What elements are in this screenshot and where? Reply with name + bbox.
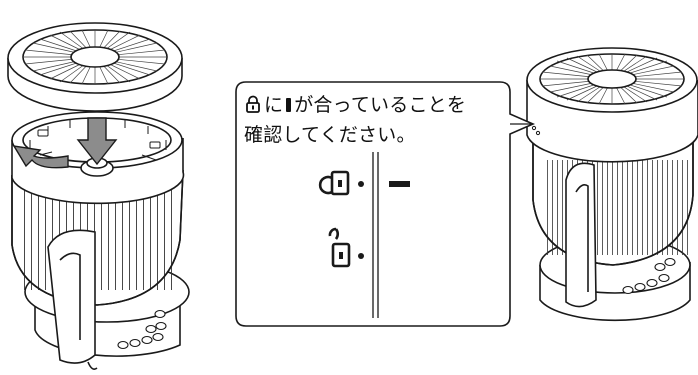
left-handle [47, 229, 98, 370]
alignment-reference-line [372, 152, 379, 318]
instruction-line-1: にが合っていることを [244, 90, 514, 120]
left-device [7, 22, 190, 370]
lock-open-icon [328, 227, 351, 268]
indicator-dot [358, 253, 364, 259]
locked-row [318, 170, 410, 196]
left-body [11, 111, 185, 306]
instruction-line-2: 確認してください。 [244, 124, 416, 146]
lock-closed-icon [246, 95, 260, 113]
instruction-text-part-2: が合っていることを [294, 94, 467, 116]
right-body [526, 47, 698, 266]
instruction-text-part-1: に [264, 94, 284, 116]
insert-down-arrow [76, 117, 118, 166]
right-handle [565, 162, 597, 308]
callout-box [235, 81, 536, 327]
callout-instruction: にが合っていることを 確認してください。 [244, 90, 514, 150]
alignment-bar-mark [389, 181, 410, 187]
rotate-counterclockwise-arrow [12, 145, 69, 169]
filter-disc [7, 22, 183, 112]
right-device [526, 47, 698, 322]
lock-closed-icon [318, 170, 350, 196]
indicator-dot [358, 181, 364, 187]
unlocked-row [328, 227, 364, 268]
alignment-bar-mark [286, 98, 292, 112]
